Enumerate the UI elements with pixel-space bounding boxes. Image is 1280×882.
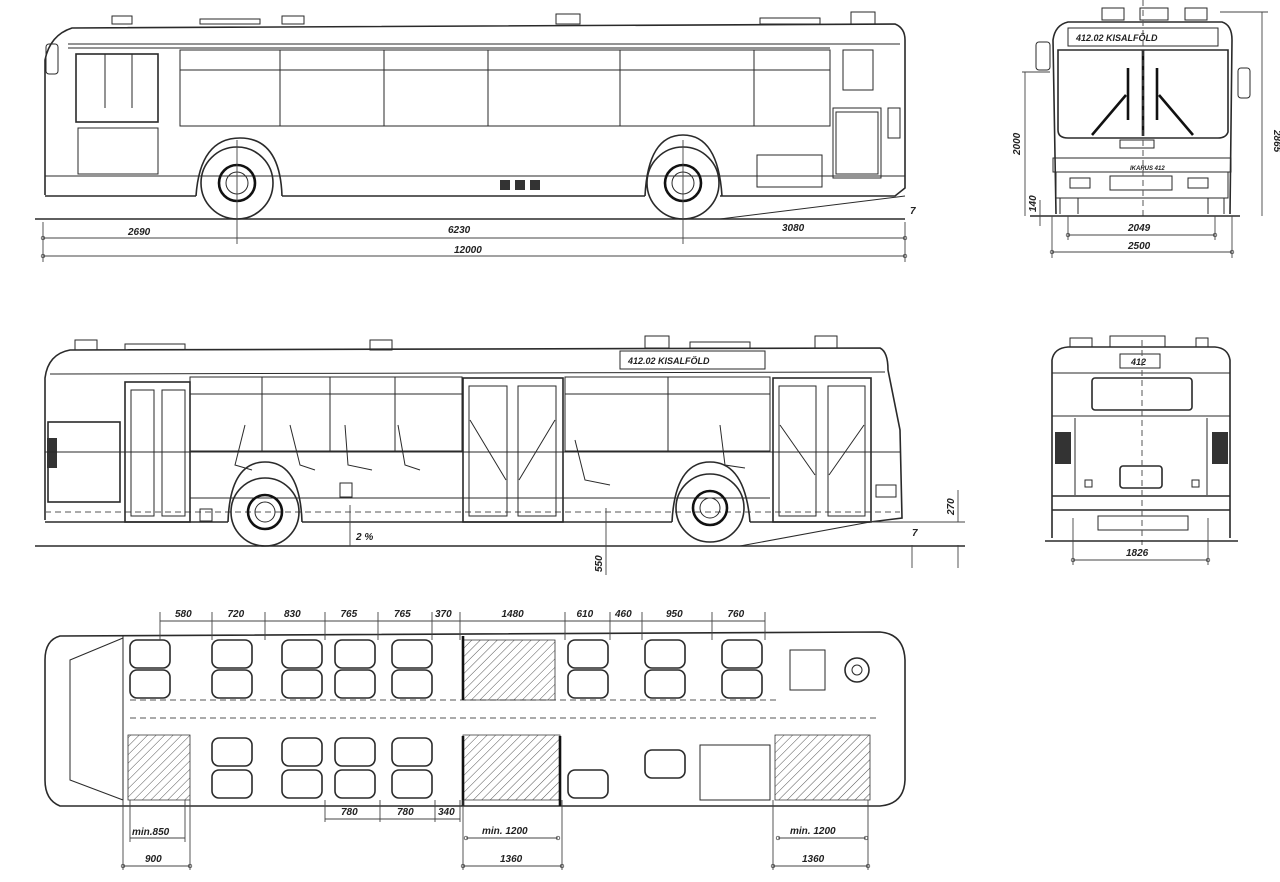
seat — [334, 669, 376, 699]
dim-seat-pitch-1: 780 — [341, 807, 358, 818]
seat — [644, 639, 686, 669]
seat — [281, 769, 323, 799]
front-destination-sign: 412.02 KISALFÖLD — [1075, 33, 1158, 43]
angle-mark: 7 — [910, 206, 916, 217]
front-wheel-left — [675, 473, 745, 543]
dim-top-3: 830 — [284, 609, 301, 620]
dim-front-door-clear: min. 1200 — [790, 826, 836, 837]
dim-top-8: 610 — [577, 609, 594, 620]
seat — [129, 639, 171, 669]
dim-rear-track: 1826 — [1126, 548, 1149, 559]
dim-top-10: 950 — [666, 609, 683, 620]
side-view-dimensions: 2690 6230 3080 12000 — [40, 140, 908, 262]
dim-track: 2049 — [1127, 223, 1151, 234]
dim-top-6: 370 — [435, 609, 452, 620]
dim-overall-height: 2865 — [1271, 129, 1280, 153]
seat — [644, 749, 686, 779]
seat — [334, 769, 376, 799]
seat — [644, 669, 686, 699]
seat — [281, 737, 323, 767]
seat — [567, 769, 609, 799]
side-destination-sign: 412.02 KISALFÖLD — [627, 356, 710, 366]
seat — [721, 639, 763, 669]
seat — [391, 669, 433, 699]
dim-rear-door-clear: min.850 — [132, 827, 170, 838]
seat — [281, 669, 323, 699]
dim-top-7: 1480 — [502, 609, 525, 620]
seat — [567, 639, 609, 669]
dim-seat-pitch-3: 340 — [438, 807, 455, 818]
dim-rear-overhang: 3080 — [782, 223, 805, 234]
dim-middle-door-width: 1360 — [500, 854, 523, 865]
plan-top-dimensions: 580 720 830 765 765 370 1480 610 460 950 760 — [159, 609, 766, 640]
rear-view: 412 1826 — [1045, 335, 1238, 565]
front-badge: IKARUS 412 — [1130, 166, 1165, 172]
dim-rear-door-width: 900 — [145, 854, 162, 865]
seat — [721, 669, 763, 699]
front-door[interactable] — [772, 377, 872, 523]
seat — [391, 737, 433, 767]
dim-wheelbase: 6230 — [448, 225, 471, 236]
plan-dimensions: 580 720 830 765 765 370 1480 610 460 950 760 780 7… — [120, 609, 871, 870]
slope-mark: 2 % — [355, 532, 373, 543]
seat-layout — [129, 639, 763, 799]
side-left-dimensions: 270 7 550 2 % — [349, 490, 959, 575]
dim-front-door-width: 1360 — [802, 854, 825, 865]
rear-door[interactable] — [124, 381, 191, 523]
seat — [391, 769, 433, 799]
side-view-right: 7 — [35, 11, 916, 220]
dim-top-1: 580 — [175, 609, 192, 620]
dim-front-overhang: 2690 — [127, 227, 151, 238]
seat — [391, 639, 433, 669]
dim-top-2: 720 — [228, 609, 245, 620]
seat — [211, 639, 253, 669]
dim-step-height: 270 — [946, 498, 957, 516]
side-view-left: 412.02 KISALFÖLD — [35, 335, 965, 547]
seat — [211, 737, 253, 767]
seat — [211, 769, 253, 799]
dim-top-9: 460 — [614, 609, 632, 620]
dim-overall-width: 2500 — [1127, 241, 1151, 252]
dim-floor-height: 550 — [594, 555, 605, 572]
dim-overall-length: 12000 — [454, 245, 482, 256]
seat — [334, 737, 376, 767]
dim-bumper-height: 140 — [1028, 195, 1039, 212]
seat — [129, 669, 171, 699]
rear-route-sign: 412 — [1130, 357, 1146, 367]
seat — [567, 669, 609, 699]
seat — [211, 669, 253, 699]
angle-mark-2: 7 — [912, 528, 918, 539]
dim-seat-pitch-2: 780 — [397, 807, 414, 818]
middle-door[interactable] — [462, 377, 564, 523]
dim-top-11: 760 — [728, 609, 745, 620]
front-view-dimensions: 2865 2000 140 2049 2500 — [1012, 11, 1280, 258]
front-view: 412.02 KISALFÖLD IKARUS 412 — [1030, 0, 1251, 220]
plan-view — [44, 631, 906, 807]
seat — [334, 639, 376, 669]
dim-top-4: 765 — [341, 609, 358, 620]
dim-mirror-height: 2000 — [1012, 132, 1023, 156]
seat — [281, 639, 323, 669]
dim-middle-door-clear: min. 1200 — [482, 826, 528, 837]
dim-top-5: 765 — [394, 609, 411, 620]
